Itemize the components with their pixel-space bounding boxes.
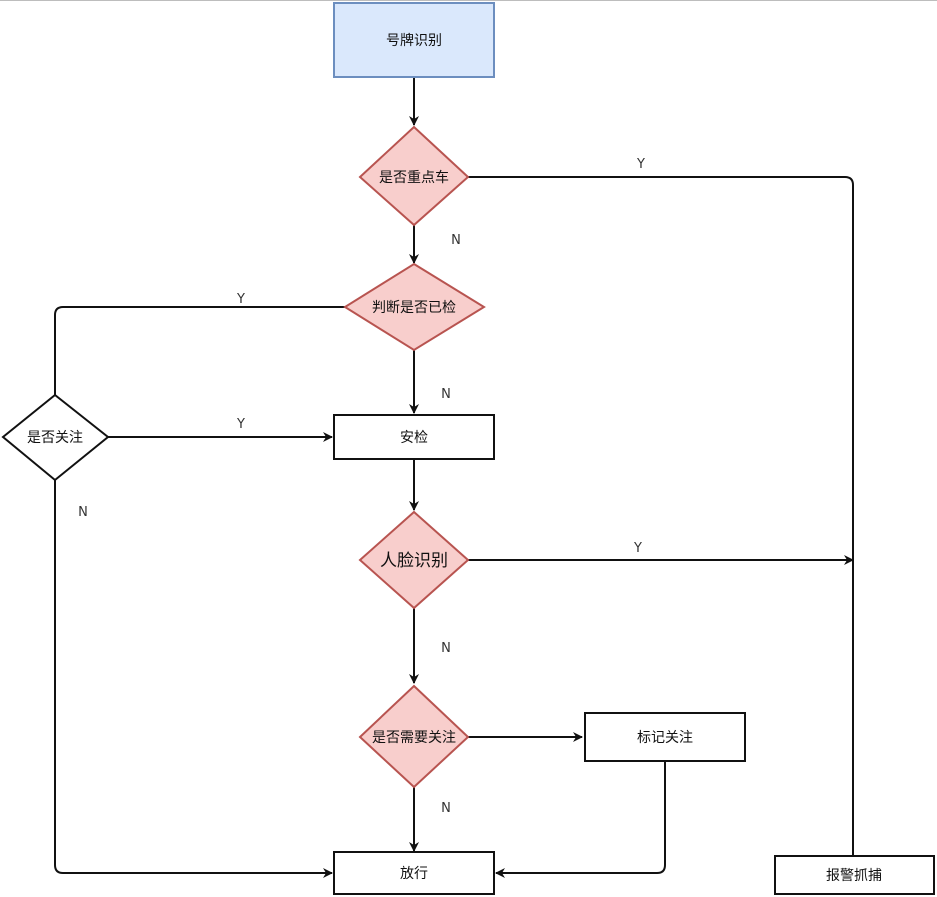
- edge-label-attention-yes: Y: [236, 417, 245, 432]
- face-recognition-label: 人脸识别: [380, 551, 448, 571]
- edge-key-vehicle-yes: [468, 176, 854, 855]
- mark-attention-label: 标记关注: [637, 730, 693, 746]
- edge-label-key-vehicle-yes: Y: [636, 157, 645, 172]
- face-recognition-decision: 人脸识别: [358, 510, 470, 610]
- edge-label-face-yes: Y: [633, 541, 642, 556]
- checked-label: 判断是否已检: [372, 300, 456, 316]
- edge-label-checked-no: N: [441, 387, 451, 402]
- need-attention-decision: 是否需要关注: [358, 684, 470, 789]
- attention-label: 是否关注: [27, 430, 83, 446]
- alarm-arrest-node: 报警抓捕: [774, 855, 935, 895]
- plate-recognition-node: 号牌识别: [333, 2, 495, 78]
- key-vehicle-label: 是否重点车: [379, 169, 449, 186]
- edge-mark-to-release: [495, 761, 666, 878]
- release-label: 放行: [400, 866, 428, 882]
- need-attention-label: 是否需要关注: [372, 730, 456, 746]
- key-vehicle-decision: 是否重点车: [358, 125, 470, 227]
- edge-attention-no: [54, 480, 333, 878]
- edge-label-key-vehicle-no: N: [451, 233, 461, 248]
- release-node: 放行: [333, 851, 495, 895]
- security-check-label: 安检: [400, 430, 428, 446]
- mark-attention-node: 标记关注: [584, 712, 746, 762]
- attention-decision: 是否关注: [1, 393, 110, 482]
- edge-checked-yes: [54, 306, 345, 395]
- top-border: [0, 0, 937, 1]
- edge-label-attention-no: N: [78, 505, 88, 520]
- edge-label-need-attention-no: N: [441, 801, 451, 816]
- security-check-node: 安检: [333, 414, 495, 460]
- checked-decision: 判断是否已检: [343, 262, 486, 352]
- alarm-arrest-label: 报警抓捕: [826, 868, 882, 884]
- edge-label-checked-yes: Y: [236, 292, 245, 307]
- plate-recognition-label: 号牌识别: [386, 32, 442, 49]
- edge-label-face-no: N: [441, 641, 451, 656]
